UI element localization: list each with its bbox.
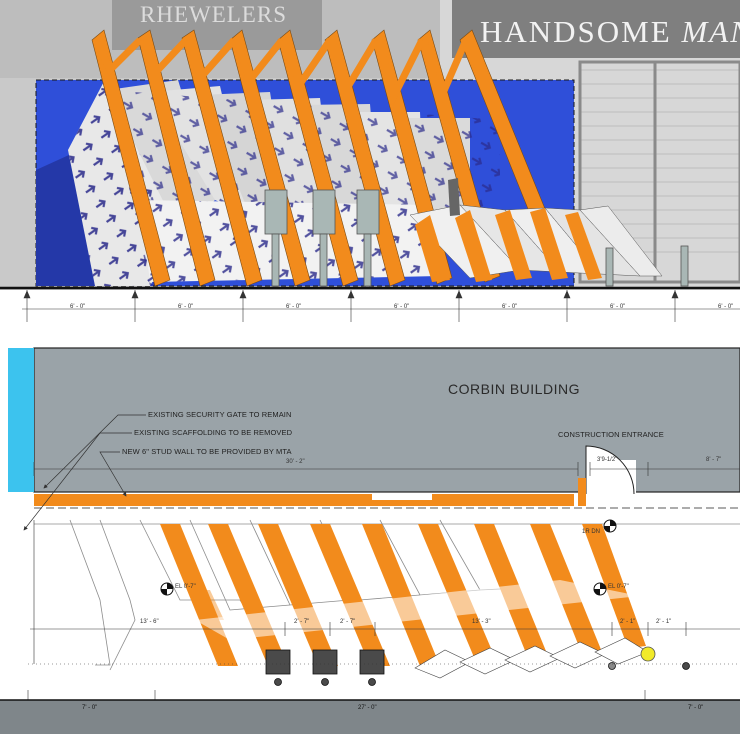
elevation-view	[0, 0, 740, 322]
plan-mid-dim-2: 2' - 7"	[294, 619, 310, 625]
right-sloped-panels	[409, 204, 663, 282]
plan-bottom-dim-2: 27' - 0"	[358, 705, 377, 711]
jewelers-sign-text: RHEWELERS	[140, 2, 287, 27]
elevation-marker-2	[593, 582, 607, 596]
door-swing	[585, 445, 635, 495]
elev-dim-6: 6' - 0"	[610, 304, 626, 310]
store-sign-italic: MAN	[681, 14, 740, 49]
store-sign-text: HANDSOME MAN	[480, 14, 740, 50]
elevation-dimension-line	[22, 290, 740, 322]
plan-bottom-dim-1: 7' - 0"	[82, 705, 98, 711]
cyan-column	[8, 348, 34, 492]
elevation-marker-2-label: EL 0'-7"	[608, 584, 629, 590]
plan-bottom-dim-3: 7' - 0"	[688, 705, 704, 711]
elev-dim-4: 6' - 0"	[394, 304, 410, 310]
elevation-marker-1	[160, 582, 174, 596]
plan-white-panels	[414, 637, 649, 679]
sidewalk-band	[0, 700, 740, 734]
callout-leaders	[23, 414, 146, 531]
plan-view	[0, 347, 740, 734]
plan-mid-dim-3: 2' - 7"	[340, 619, 356, 625]
plan-dim-right: 8' - 7"	[706, 457, 722, 463]
orange-chevrons	[92, 37, 470, 111]
right-sign-band	[452, 0, 740, 58]
elev-dim-1: 6' - 0"	[70, 304, 86, 310]
callout-stud-wall: NEW 6" STUD WALL TO BE PROVIDED BY MTA	[122, 447, 292, 456]
plan-mid-dim-1: 13' - 6"	[140, 619, 159, 625]
elev-dim-2: 6' - 0"	[178, 304, 194, 310]
callout-security-gate: EXISTING SECURITY GATE TO REMAIN	[148, 410, 292, 419]
elev-dim-7: 6' - 0"	[718, 304, 734, 310]
callout-scaffolding: EXISTING SCAFFOLDING TO BE REMOVED	[134, 428, 293, 437]
translucent-band	[195, 580, 640, 640]
elev-dim-5: 6' - 0"	[502, 304, 518, 310]
plan-dimension-lines	[22, 462, 740, 724]
step-label: 1R DN	[582, 529, 601, 535]
plan-dim-left: 30' - 2"	[286, 459, 305, 465]
plan-mid-dim-4: 13' - 3"	[472, 619, 491, 625]
fence-posts	[264, 189, 689, 287]
elevation-marker-1-label: EL 0'-7"	[175, 584, 196, 590]
construction-entrance-label: CONSTRUCTION ENTRANCE	[558, 430, 664, 439]
plan-bollards	[265, 649, 690, 686]
yellow-marker	[640, 646, 656, 662]
plan-dim-door: 3'9-1/2"	[597, 457, 618, 463]
step-marker	[603, 519, 617, 533]
window-frame	[578, 60, 740, 284]
elev-dim-3: 6' - 0"	[286, 304, 302, 310]
plan-mid-dim-6: 2' - 1"	[656, 619, 672, 625]
dark-post	[448, 178, 460, 216]
store-sign-main: HANDSOME	[480, 14, 672, 49]
plan-mid-dim-5: 2' - 1"	[620, 619, 636, 625]
building-label: CORBIN BUILDING	[448, 381, 580, 397]
stud-wall	[34, 494, 574, 506]
